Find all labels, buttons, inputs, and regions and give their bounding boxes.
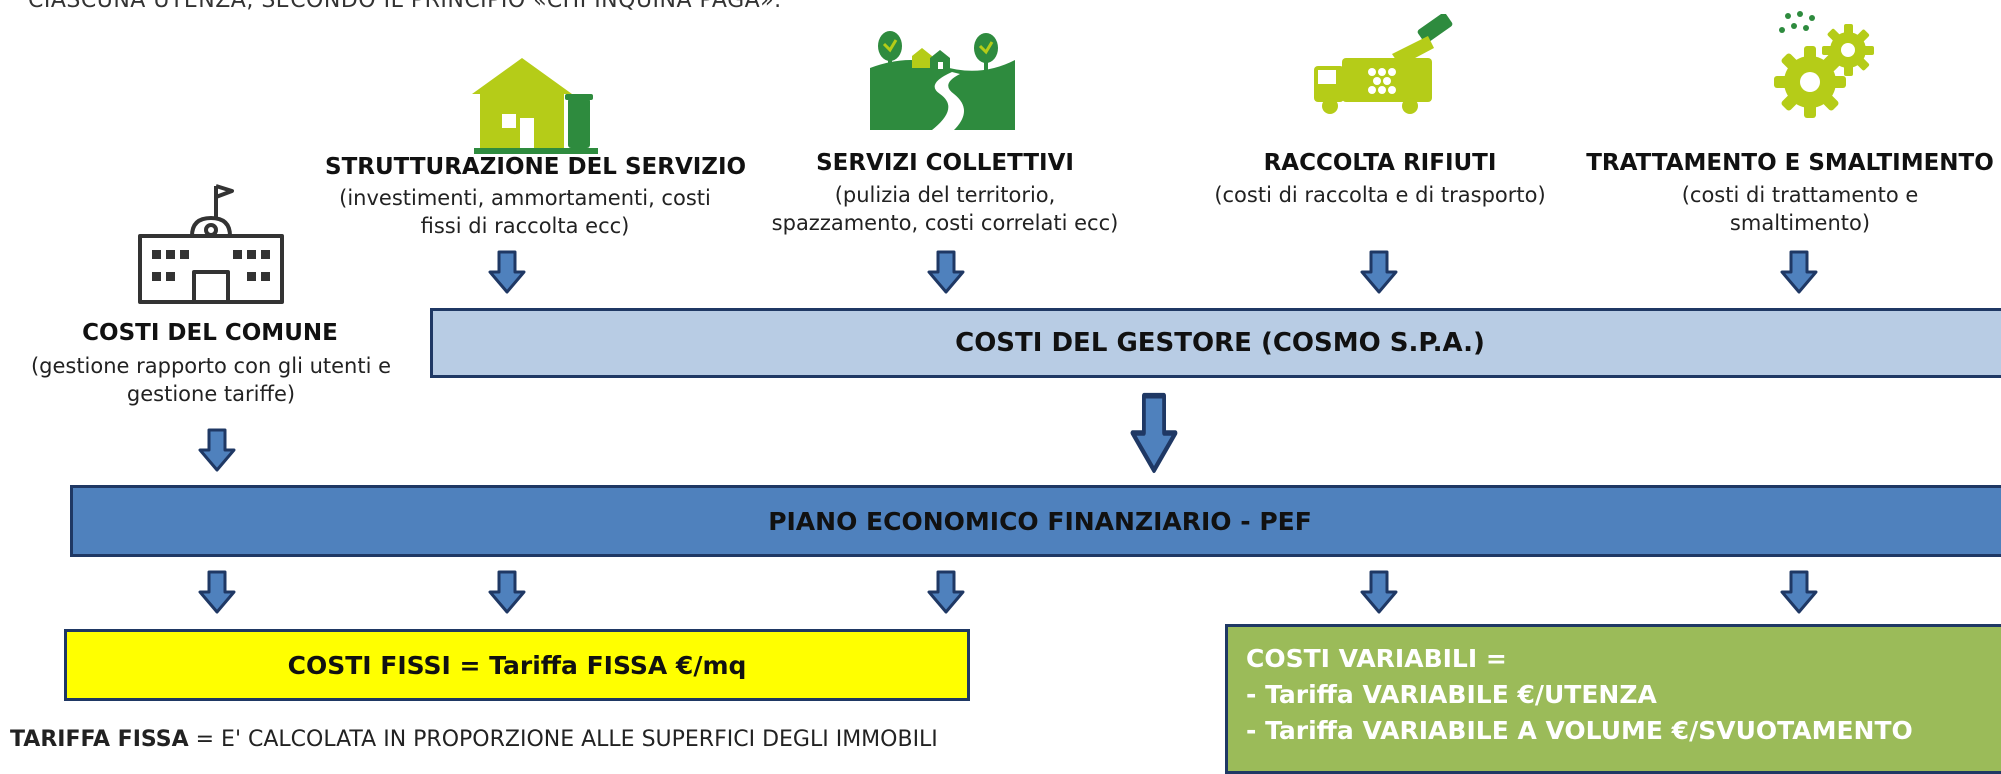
tariffa-fissa-label: TARIFFA FISSA <box>10 727 189 752</box>
down-arrow-icon <box>488 250 526 294</box>
down-arrow-icon <box>1360 250 1398 294</box>
servizi-title: SERVIZI COLLETTIVI <box>816 150 1074 176</box>
tariffa-fissa-text: = E' CALCOLATA IN PROPORZIONE ALLE SUPER… <box>188 727 938 752</box>
down-arrow-icon <box>927 250 965 294</box>
variabili-line-2: - Tariffa VARIABILE €/UTENZA <box>1246 680 1657 709</box>
servizi-desc: (pulizia del territorio, spazzamento, co… <box>740 181 1150 237</box>
top-text: CIASCUNA UTENZA, SECONDO IL PRINCIPIO «C… <box>28 0 782 13</box>
comune-desc: (gestione rapporto con gli utenti e gest… <box>0 352 422 408</box>
variabili-line-3: - Tariffa VARIABILE A VOLUME €/SVUOTAMEN… <box>1246 716 1913 745</box>
comune-desc-line-2: gestione tariffe) <box>126 382 296 406</box>
trattamento-title: TRATTAMENTO E SMALTIMENTO <box>1586 150 1994 176</box>
comune-desc-line-1: (gestione rapporto con gli utenti e <box>30 354 392 378</box>
strutturazione-desc-line-2: fissi di raccolta ecc) <box>420 214 630 238</box>
comune-title: COSTI DEL COMUNE <box>82 320 338 346</box>
down-arrow-icon <box>1360 570 1398 614</box>
trattamento-desc-line-2: smaltimento) <box>1729 211 1871 235</box>
down-arrow-icon <box>198 428 236 472</box>
down-arrow-icon <box>1780 570 1818 614</box>
raccolta-title: RACCOLTA RIFIUTI <box>1263 150 1497 176</box>
servizi-desc-line-2: spazzamento, costi correlati ecc) <box>771 211 1119 235</box>
gears-icon <box>1774 11 1874 118</box>
landscape-road-icon <box>870 31 1015 130</box>
down-arrow-icon <box>1130 392 1178 474</box>
strutturazione-title: STRUTTURAZIONE DEL SERVIZIO <box>325 154 747 180</box>
strutturazione-desc-line-1: (investimenti, ammortamenti, costi <box>339 186 711 210</box>
down-arrow-icon <box>198 570 236 614</box>
costi-gestore-box: COSTI DEL GESTORE (COSMO S.P.A.) <box>430 308 2001 378</box>
garbage-truck-icon <box>1314 14 1453 114</box>
costi-fissi-box: COSTI FISSI = Tariffa FISSA €/mq <box>64 629 970 701</box>
variabili-line-1: COSTI VARIABILI = <box>1246 644 1507 673</box>
raccolta-desc-line-1: (costi di raccolta e di trasporto) <box>1214 183 1546 207</box>
trattamento-desc-line-1: (costi di trattamento e <box>1681 183 1919 207</box>
down-arrow-icon <box>488 570 526 614</box>
servizi-desc-line-1: (pulizia del territorio, <box>834 183 1056 207</box>
trattamento-desc: (costi di trattamento e smaltimento) <box>1610 181 1990 237</box>
town-hall-icon <box>138 184 284 304</box>
costi-variabili-box: COSTI VARIABILI = - Tariffa VARIABILE €/… <box>1225 624 2001 774</box>
down-arrow-icon <box>927 570 965 614</box>
strutturazione-desc: (investimenti, ammortamenti, costi fissi… <box>300 184 750 240</box>
house-bin-icon <box>472 58 598 154</box>
tariffa-fissa-note: TARIFFA FISSA = E' CALCOLATA IN PROPORZI… <box>10 727 938 752</box>
pef-box: PIANO ECONOMICO FINANZIARIO - PEF <box>70 485 2001 557</box>
down-arrow-icon <box>1780 250 1818 294</box>
raccolta-desc: (costi di raccolta e di trasporto) <box>1180 181 1580 209</box>
